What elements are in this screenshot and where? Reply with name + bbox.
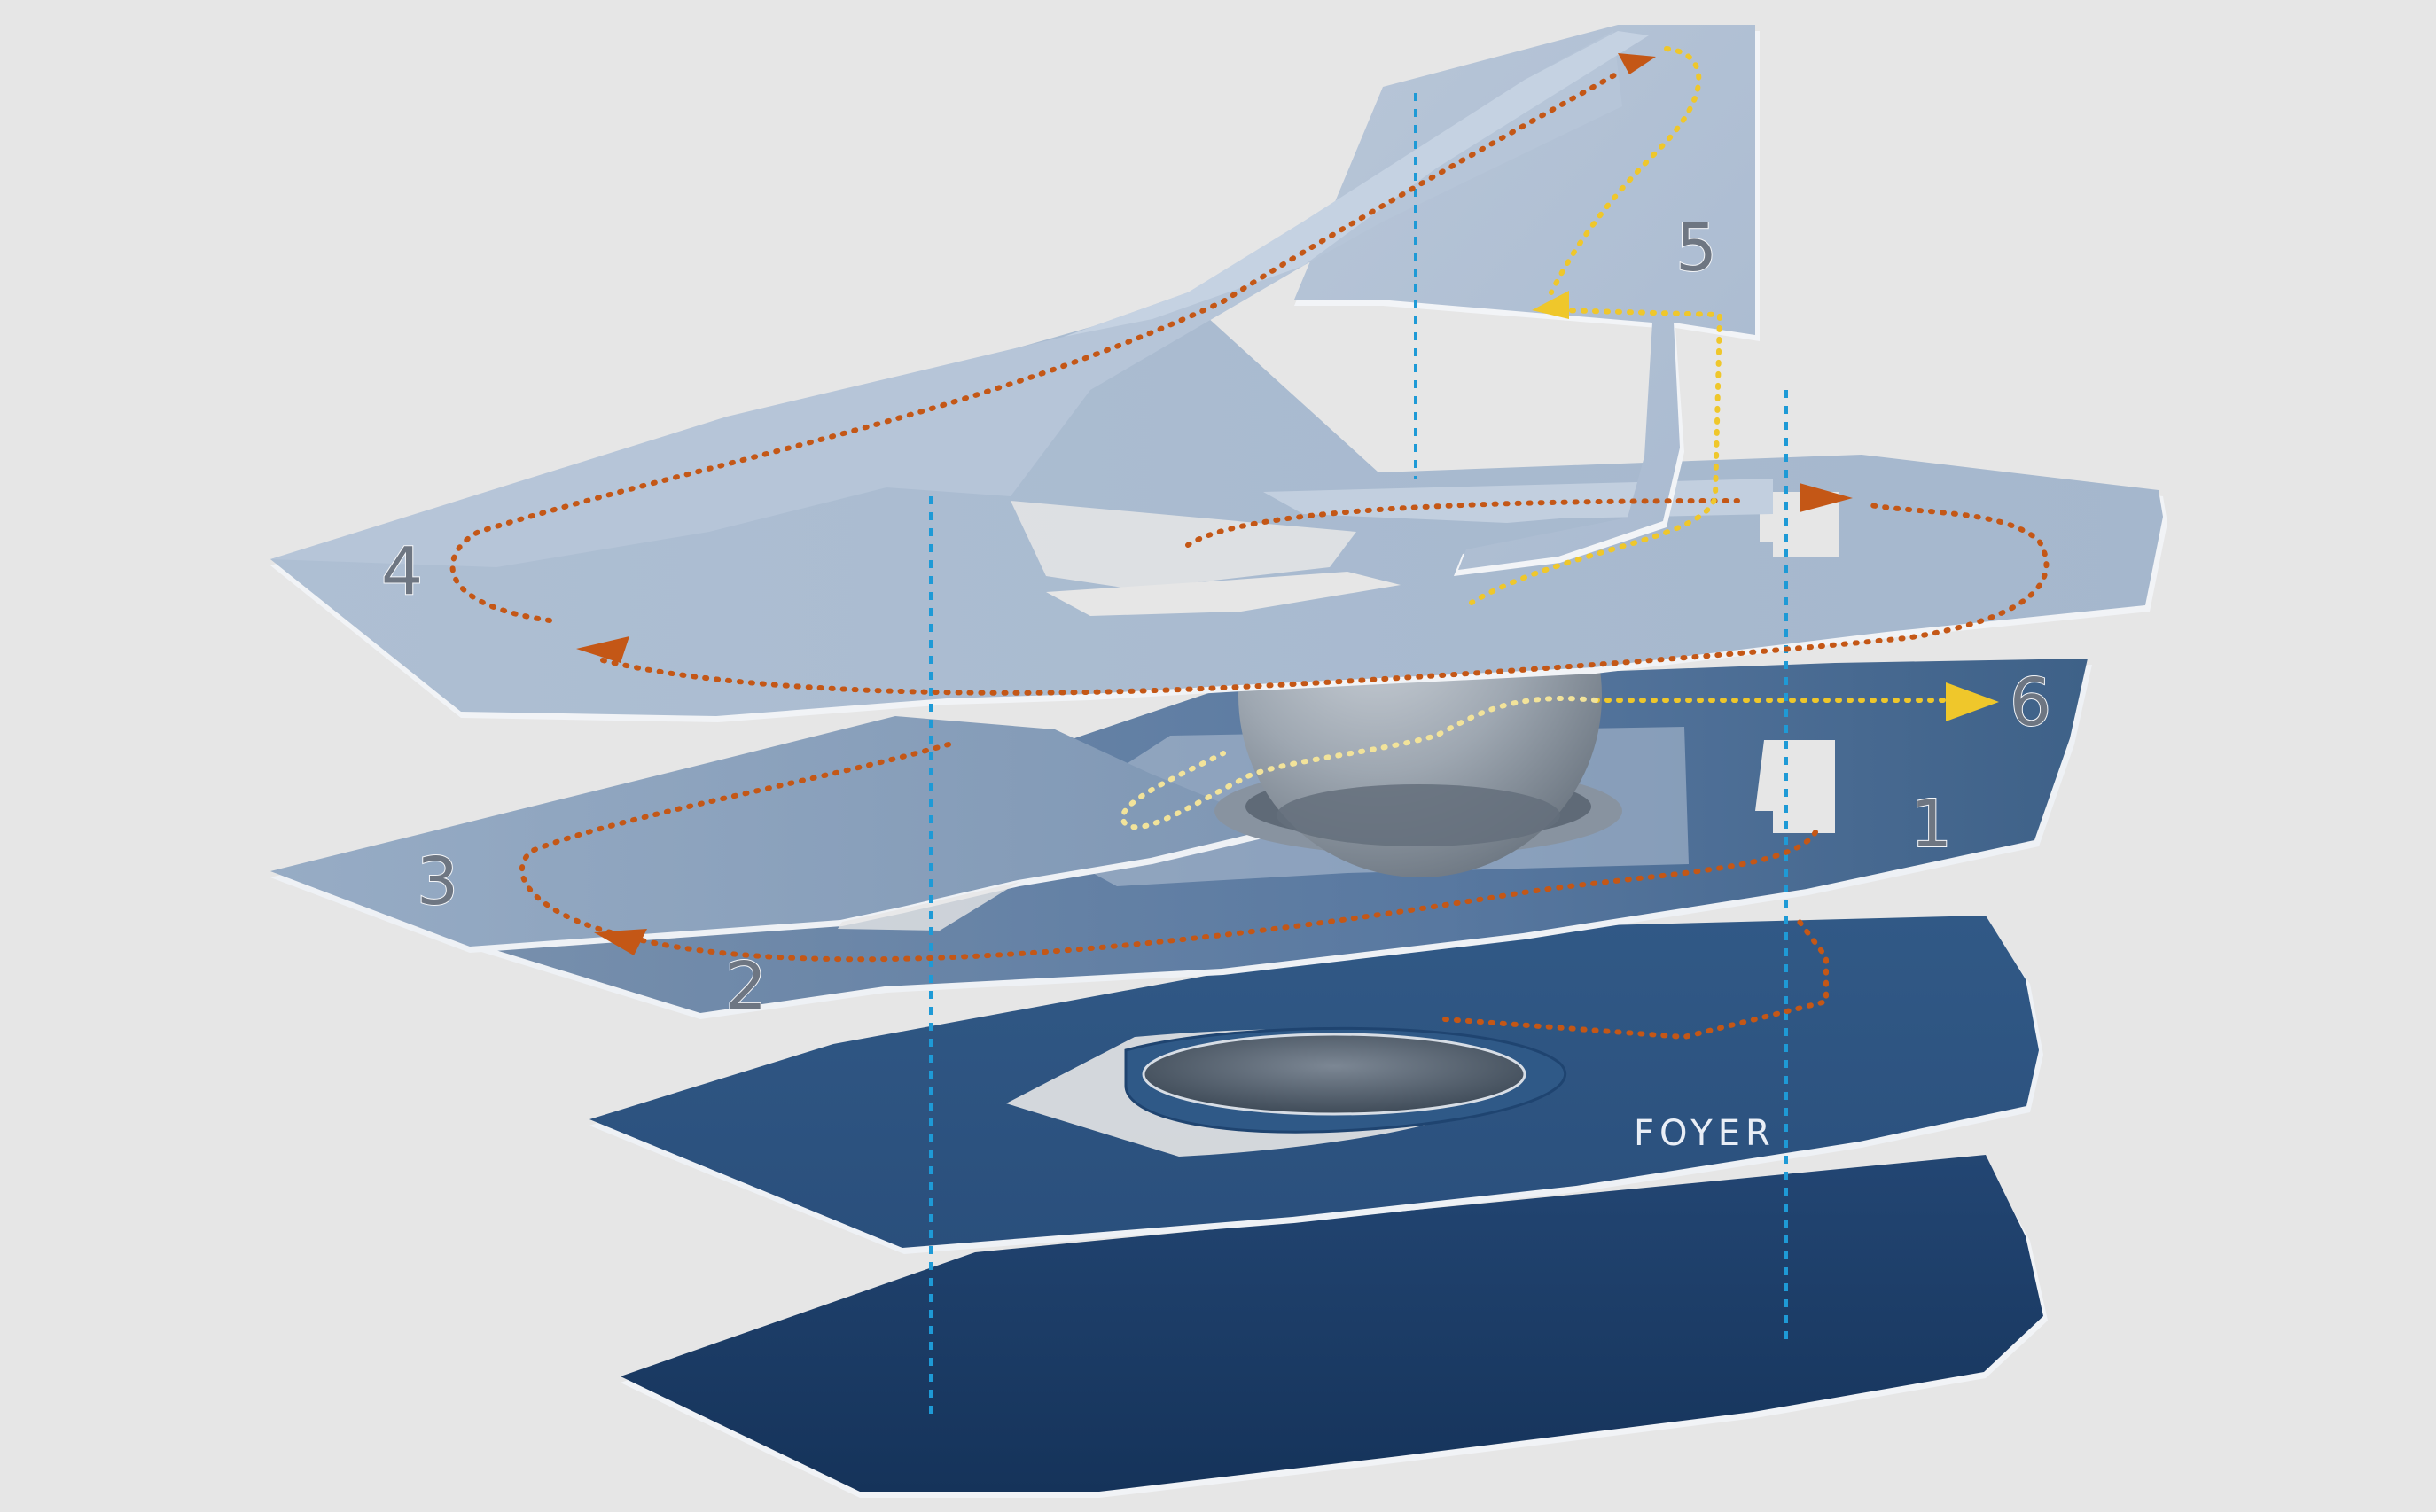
arrowhead-orange-top <box>1618 53 1656 74</box>
foyer-void <box>1142 1033 1526 1116</box>
foyer-slab <box>589 916 2043 1254</box>
floor-label-3: 3 <box>417 844 458 920</box>
route-yellow <box>1120 46 1953 830</box>
level-4-slab <box>270 300 2167 722</box>
foyer-label: FOYER <box>1634 1113 1776 1154</box>
floor-label-1: 1 <box>1910 786 1952 862</box>
floor-label-6: 6 <box>2010 665 2051 741</box>
route-arrowheads <box>576 53 1999 955</box>
arrowhead-orange-level4 <box>576 636 629 663</box>
floor-label-5: 5 <box>1675 210 1717 286</box>
basement-slab <box>621 1155 2048 1498</box>
arrowhead-orange-level2 <box>594 929 647 955</box>
floor-label-2: 2 <box>725 948 767 1025</box>
route-orange <box>449 68 2050 1040</box>
arrowhead-yellow-level5 <box>1532 291 1569 319</box>
arrowhead-orange-right <box>1800 483 1853 512</box>
floor-label-4: 4 <box>381 534 423 610</box>
arrowhead-yellow-exit <box>1946 682 1999 721</box>
level-3-slab <box>270 716 1285 953</box>
level-5-slab <box>270 25 1760 576</box>
floor-labels: 1 2 3 4 5 6 <box>380 209 2052 1025</box>
